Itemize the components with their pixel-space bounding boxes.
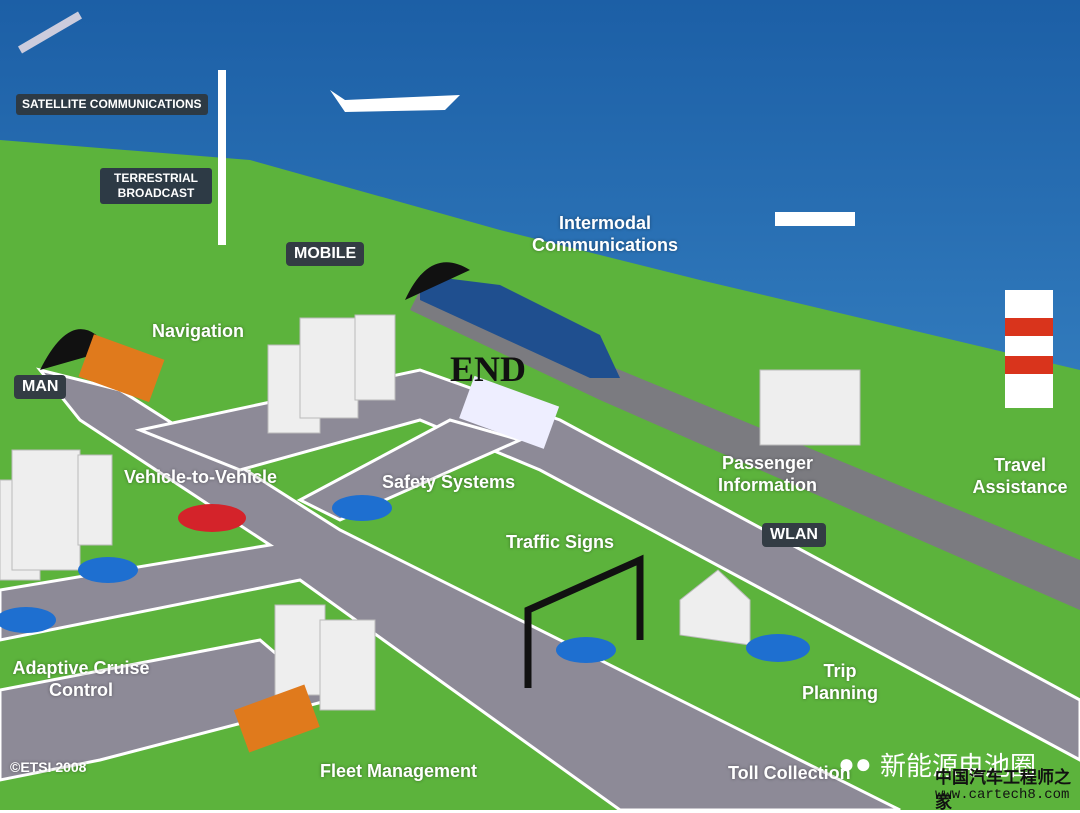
bus xyxy=(459,375,560,449)
terrestrial-label: TERRESTRIAL BROADCAST xyxy=(100,168,212,204)
roads xyxy=(0,367,1080,810)
ship xyxy=(775,212,855,226)
traffic-signs-label: Traffic Signs xyxy=(506,532,615,552)
tower xyxy=(218,70,226,245)
travel-label: Travel Assistance xyxy=(972,455,1068,497)
cars xyxy=(0,495,810,663)
navigation-label: Navigation xyxy=(152,321,245,341)
satellite xyxy=(17,11,83,54)
safety-label: Safety Systems xyxy=(382,472,516,492)
satellite-label: SATELLITE COMMUNICATIONS xyxy=(16,94,208,115)
wlan-tag: WLAN xyxy=(762,523,826,547)
site-name-watermark: 中国汽车工程师之家 xyxy=(935,768,1071,812)
mobile-tag: MOBILE xyxy=(286,242,365,266)
end-marker: END xyxy=(450,349,527,389)
truck-1 xyxy=(78,334,165,403)
wechat-icon: ●● xyxy=(838,748,872,779)
wechat-watermark: 新能源电池圈 xyxy=(880,751,1037,781)
passenger-label: Passenger Information xyxy=(718,453,817,495)
intermodal-label: Intermodal Communications xyxy=(531,213,678,255)
airplane xyxy=(330,90,460,112)
train xyxy=(420,275,620,378)
buildings xyxy=(0,314,861,711)
truck-2 xyxy=(233,684,320,753)
fleet-label: Fleet Management xyxy=(320,761,478,781)
tunnel xyxy=(40,262,470,370)
acc-label: Adaptive Cruise Control xyxy=(12,658,150,700)
gantry xyxy=(524,554,644,688)
url-watermark: www.cartech8.com xyxy=(935,787,1070,803)
v2v-label: Vehicle-to-Vehicle xyxy=(124,467,278,487)
toll-label: Toll Collection xyxy=(728,763,851,783)
man-tag: MAN xyxy=(14,375,67,399)
lighthouse xyxy=(1005,290,1053,408)
copyright: ©ETSI 2008 xyxy=(10,759,87,775)
land xyxy=(0,140,1080,810)
trip-label: Trip Planning xyxy=(802,661,878,703)
